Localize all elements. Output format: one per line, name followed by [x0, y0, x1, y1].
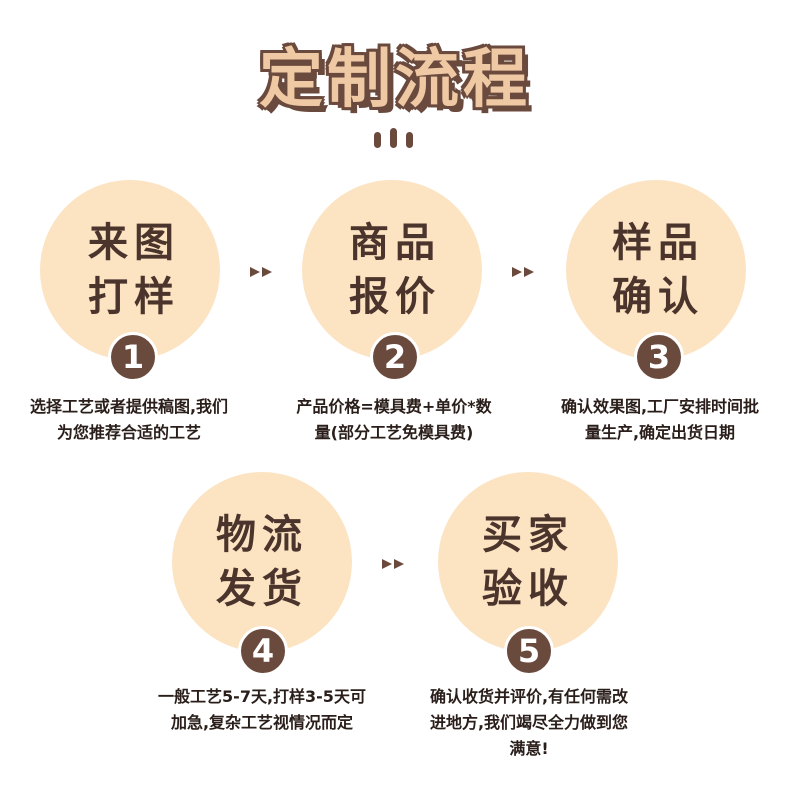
page-title: 定制流程	[259, 43, 531, 117]
step-3-description: 确认效果图,工厂安排时间批量生产,确定出货日期	[560, 397, 760, 442]
step-1-title: 来图打样	[88, 220, 180, 320]
step-2-number: 2	[370, 332, 420, 382]
step-1-number: 1	[108, 332, 158, 382]
step-5-title: 买家验收	[482, 512, 574, 612]
step-4-circle	[172, 472, 352, 652]
decoration-marks	[374, 128, 413, 148]
arrow-right-icon	[250, 267, 272, 277]
step-5-circle	[438, 472, 618, 652]
step-1-circle	[40, 180, 220, 360]
step-4-number: 4	[238, 626, 288, 676]
arrow-right-icon	[512, 267, 534, 277]
arrow-right-icon	[382, 559, 404, 569]
step-4-title: 物流发货	[216, 512, 308, 612]
step-3-number: 3	[634, 332, 684, 382]
step-3-title: 样品确认	[612, 220, 704, 320]
step-3-circle	[566, 180, 746, 360]
step-4-description: 一般工艺5-7天,打样3-5天可加急,复杂工艺视情况而定	[158, 687, 366, 732]
step-5-description: 确认收货并评价,有任何需改进地方,我们竭尽全力做到您满意!	[429, 687, 629, 758]
step-5-number: 5	[504, 626, 554, 676]
step-2-title: 商品报价	[349, 220, 441, 320]
step-2-description: 产品价格=模具费+单价*数量(部分工艺免模具费)	[296, 397, 492, 442]
step-1-description: 选择工艺或者提供稿图,我们为您推荐合适的工艺	[29, 397, 229, 442]
step-2-circle	[302, 180, 482, 360]
